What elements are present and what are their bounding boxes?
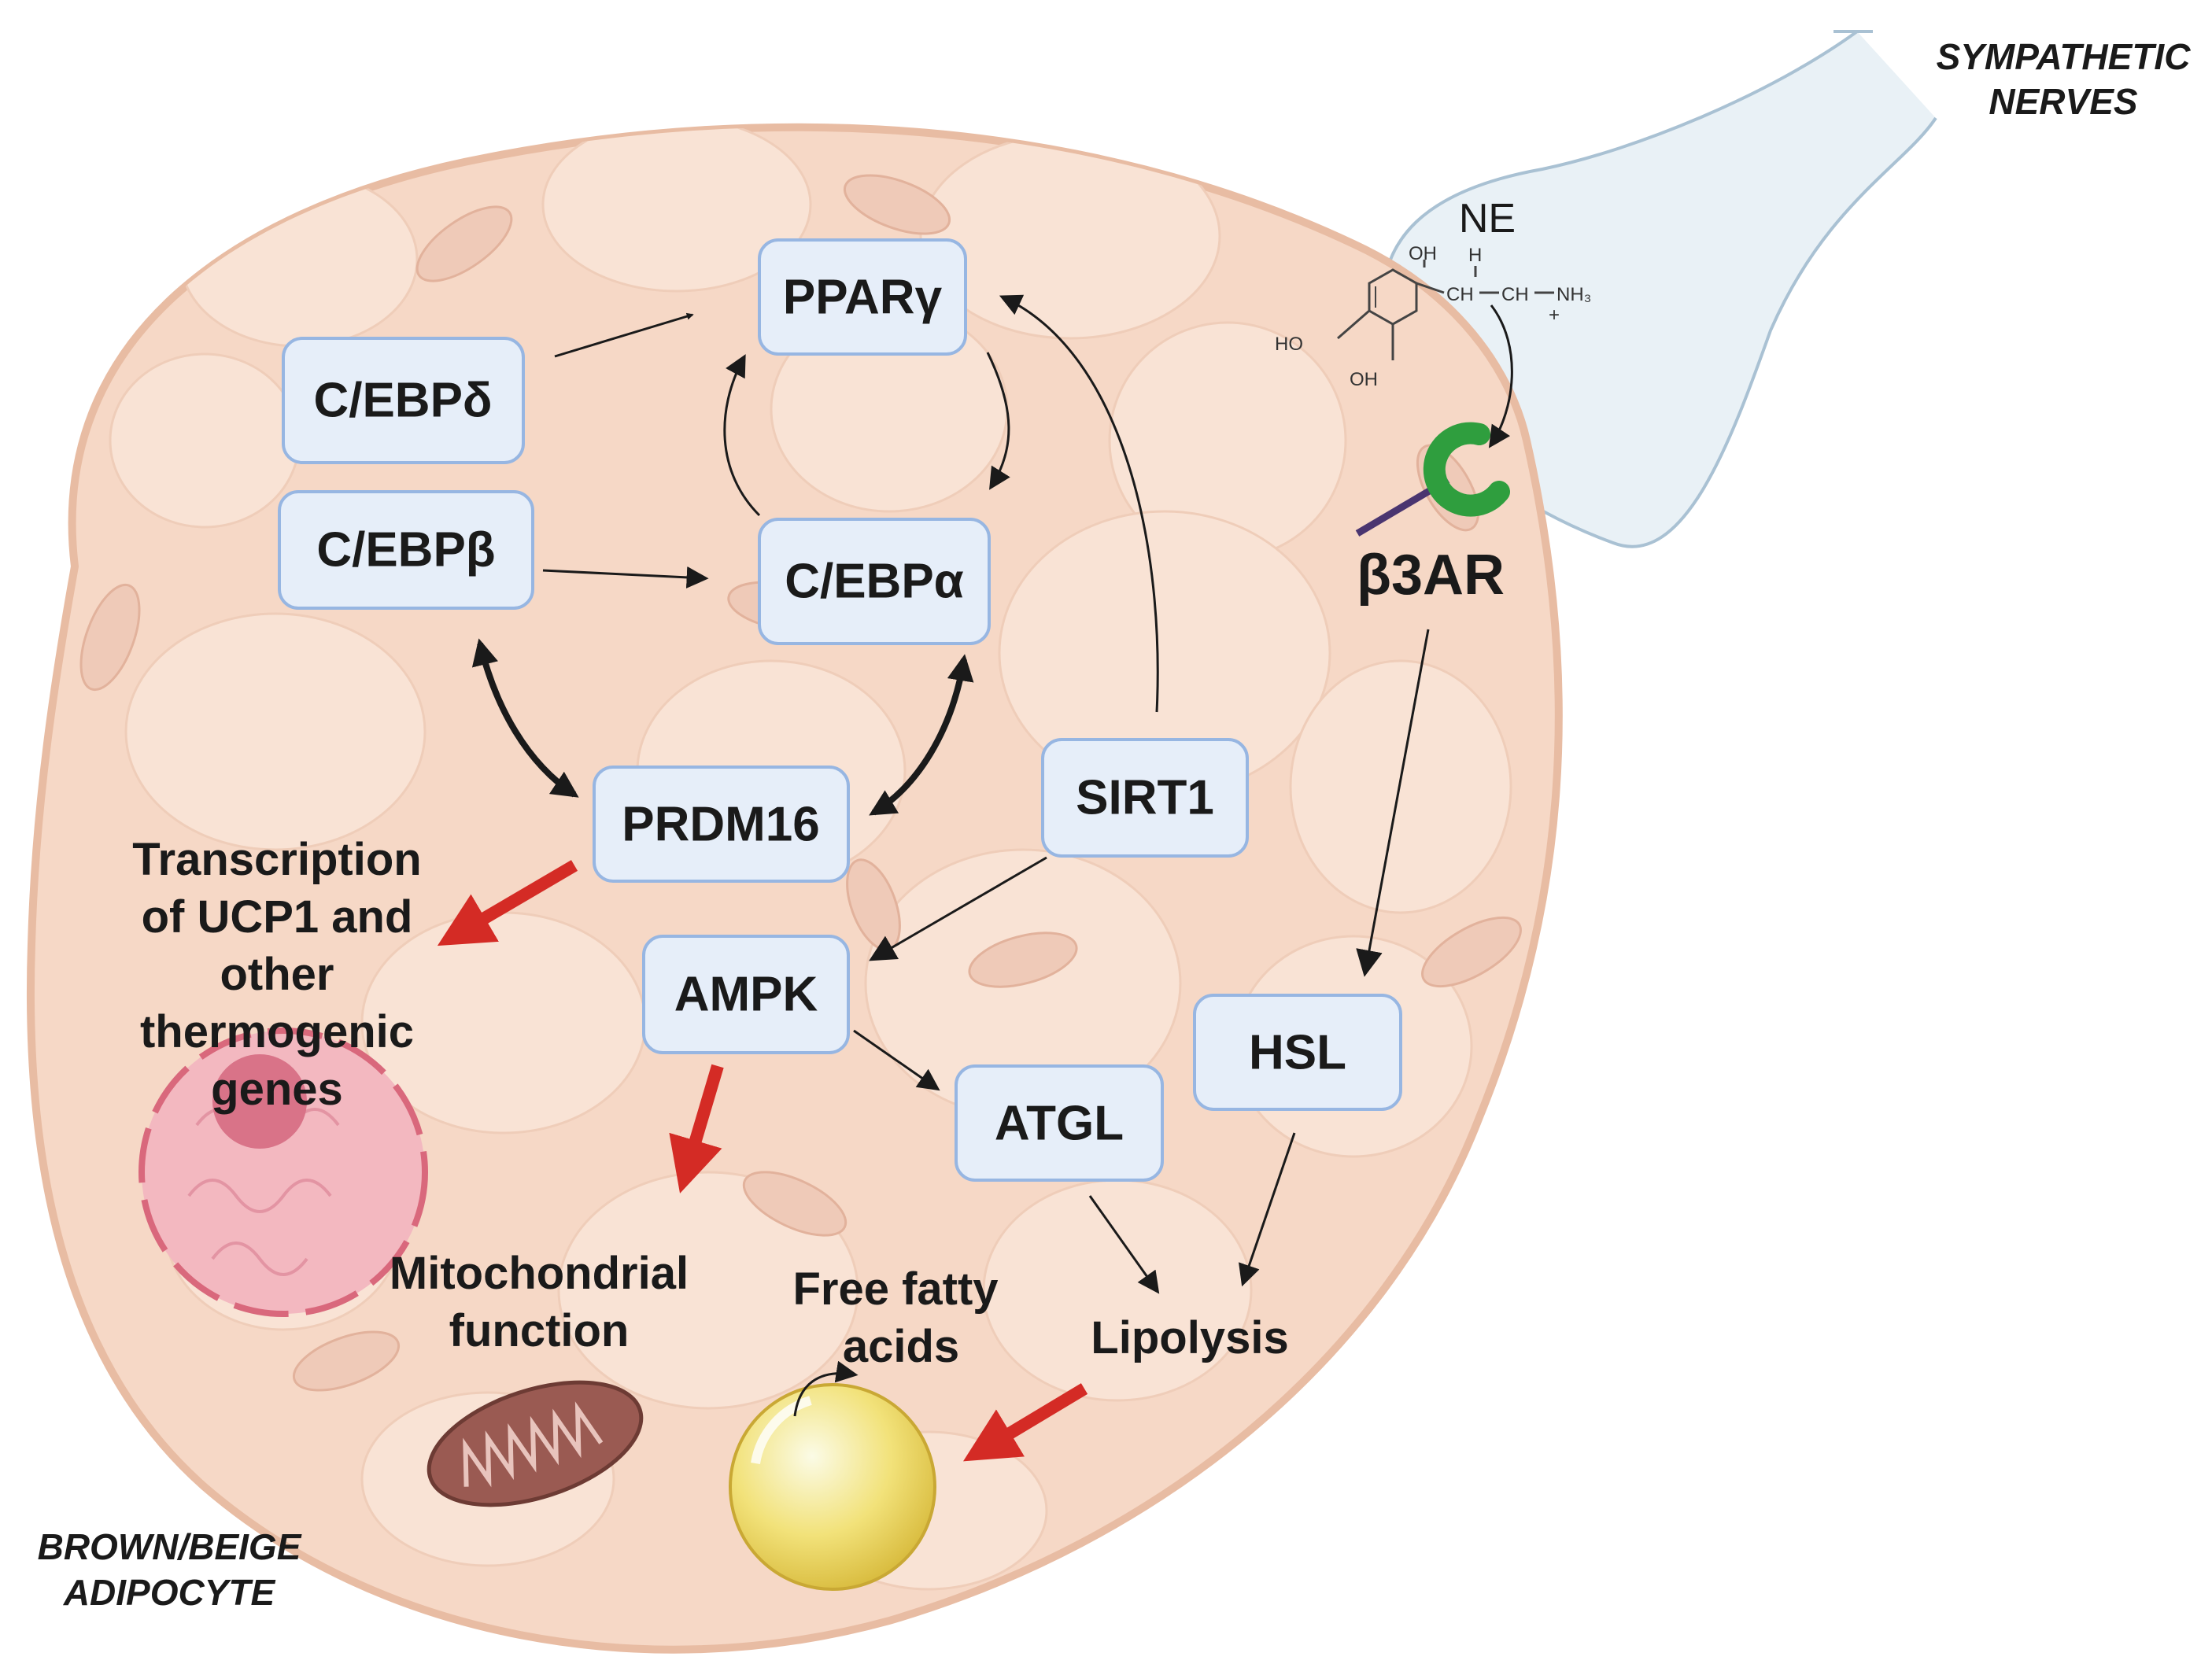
sympathetic-nerves-label: SYMPATHETIC NERVES [1937,36,2192,122]
node-cebpd: C/EBPδ [282,337,525,464]
chem-nh3: NH₃ [1557,284,1591,305]
norepinephrine-structure: OH H CH CH NH₃ + HO OH [1275,243,1591,390]
red-arrow-ampk-mito [669,1064,724,1194]
arrow-b3ar-to-hsl [1356,629,1430,977]
arrow-atgl-to-lipolysis [1088,1195,1160,1294]
chem-ch2: CH [1501,284,1529,305]
node-atgl: ATGL [955,1064,1164,1182]
beta3ar-receptor-icon [1355,422,1510,537]
red-arrow-lipolysis-ffa [962,1383,1088,1462]
beta3ar-label: β3AR [1357,544,1505,607]
node-hsl: HSL [1193,994,1402,1111]
transcription-label: Transcription of UCP1 and other thermoge… [132,834,421,1115]
transcription-line-5: genes [211,1064,343,1115]
chem-oh-bottom: OH [1350,369,1378,390]
nerves-line-1: SYMPATHETIC [1937,36,2192,77]
arrow-ampk-to-atgl [853,1029,940,1091]
thin-arrows [542,294,1513,1417]
node-cebpb-label: C/EBPβ [316,523,495,577]
node-sirt1-label: SIRT1 [1076,771,1214,825]
arrow-cebpb-to-cebpa [542,566,709,588]
ffa-line-2: acids [843,1321,959,1372]
ffa-line-1: Free fatty [792,1264,998,1315]
node-cebpa-label: C/EBPα [785,555,964,609]
bidirectional-arrows [471,638,974,816]
transcription-line-1: Transcription [132,834,421,885]
node-atgl-label: ATGL [995,1097,1124,1151]
chem-ho: HO [1275,334,1303,355]
nucleolus [212,1054,307,1149]
arrow-droplet-release [793,1360,859,1417]
nucleus [138,1028,428,1317]
cell-line-1: BROWN/BEIGE [38,1526,302,1567]
red-arrows [437,860,1088,1462]
node-sirt1: SIRT1 [1041,738,1249,858]
arrow-cebpa-to-ppar [723,354,761,517]
arrow-cebpd-to-ppar [554,312,694,358]
node-ampk: AMPK [642,935,850,1054]
node-ppar-label: PPARγ [783,271,943,325]
arrow-hsl-to-lipolysis [1239,1132,1296,1287]
node-cebpb: C/EBPβ [278,490,534,610]
node-ampk-label: AMPK [674,968,818,1022]
node-hsl-label: HSL [1249,1026,1346,1080]
mitochondrion-icon [427,1380,644,1507]
node-prdm16: PRDM16 [593,766,850,883]
arrow-cebpa-prdm16 [869,654,974,816]
node-cebpa: C/EBPα [758,518,991,645]
mito-line-2: function [449,1305,630,1356]
transcription-line-3: other [220,949,334,1000]
node-prdm16-label: PRDM16 [622,798,820,852]
ne-label: NE [1459,196,1516,242]
arrow-ne-to-receptor [1488,304,1513,448]
chem-oh-top: OH [1409,243,1437,264]
arrow-cebpb-prdm16 [471,638,579,798]
transcription-line-2: of UCP1 and [142,891,413,943]
mitochondrial-function-label: Mitochondrial function [390,1248,689,1356]
chem-plus: + [1549,304,1560,326]
chem-ch1: CH [1446,284,1474,305]
lipid-droplet [729,1383,936,1591]
nerves-line-2: NERVES [1989,81,2137,122]
chem-h: H [1468,245,1482,266]
node-ppar: PPARγ [758,238,967,356]
arrow-sirt1-to-ampk [869,856,1047,961]
arrow-sirt1-to-ppar [999,294,1159,713]
cell-type-label: BROWN/BEIGE ADIPOCYTE [38,1526,302,1613]
transcription-line-4: thermogenic [140,1006,414,1057]
node-cebpd-label: C/EBPδ [313,374,492,428]
red-arrow-prdm16-transcription [437,860,578,946]
cell-line-2: ADIPOCYTE [63,1572,276,1613]
arrow-ppar-to-cebpa [986,352,1010,490]
mito-line-1: Mitochondrial [390,1248,689,1299]
lipolysis-label: Lipolysis [1091,1312,1288,1363]
free-fatty-acids-label: Free fatty acids [792,1264,998,1372]
